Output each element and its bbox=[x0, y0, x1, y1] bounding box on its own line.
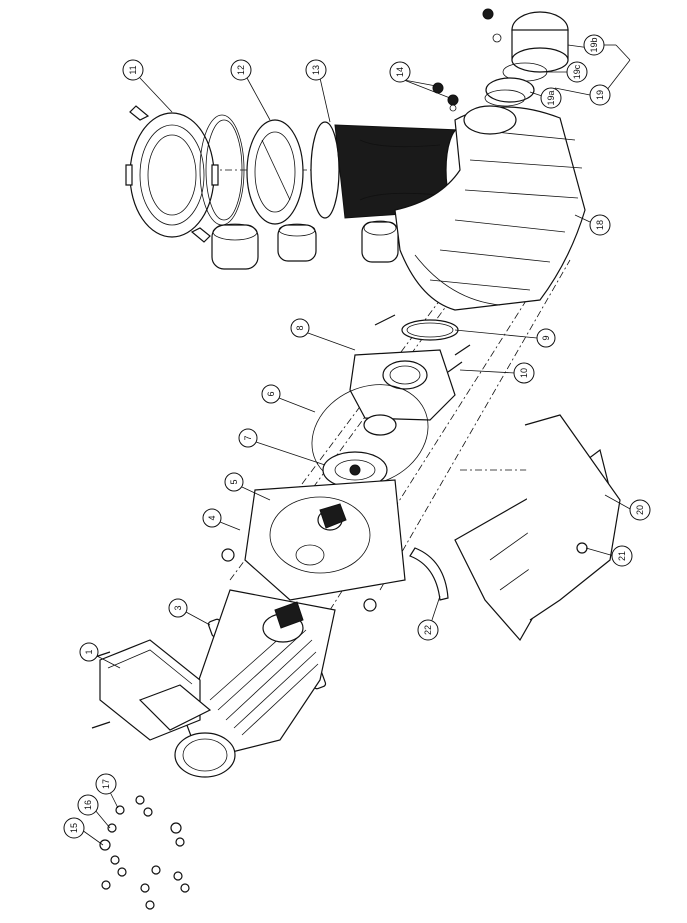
callout-label: 22 bbox=[423, 625, 433, 635]
callout-11: 11 bbox=[122, 59, 144, 81]
callout-17: 17 bbox=[95, 773, 117, 795]
callout-19c: 19c bbox=[566, 61, 588, 83]
callout-14: 14 bbox=[389, 61, 411, 83]
callout-label: 18 bbox=[595, 220, 605, 230]
callout-label: 4 bbox=[207, 515, 217, 520]
motor-adapter bbox=[244, 479, 406, 601]
diffuser-oring bbox=[374, 314, 471, 373]
callout-7: 7 bbox=[238, 428, 258, 448]
callout-label: 10 bbox=[519, 368, 529, 378]
callout-18: 18 bbox=[589, 214, 611, 236]
callout-12: 12 bbox=[230, 59, 252, 81]
hardware-kit bbox=[99, 795, 190, 910]
callout-21: 21 bbox=[611, 545, 633, 567]
union-fittings bbox=[211, 220, 399, 270]
callout-label: 19a bbox=[546, 90, 556, 105]
callout-label: 17 bbox=[101, 779, 111, 789]
callout-label: 7 bbox=[243, 435, 253, 440]
pump-lid bbox=[125, 105, 219, 243]
callout-19a: 19a bbox=[540, 87, 562, 109]
callout-label: 21 bbox=[617, 551, 627, 561]
strainer-cap bbox=[246, 119, 304, 225]
housing-oring bbox=[311, 384, 429, 486]
callout-label: 5 bbox=[229, 479, 239, 484]
callout-label: 15 bbox=[69, 823, 79, 833]
callout-19: 19 bbox=[589, 84, 611, 106]
outlet-fittings bbox=[463, 8, 569, 135]
callout-9: 9 bbox=[536, 328, 556, 348]
callout-15: 15 bbox=[63, 817, 85, 839]
callout-label: 3 bbox=[173, 605, 183, 610]
pump-housing bbox=[394, 106, 586, 311]
callout-16: 16 bbox=[77, 794, 99, 816]
callout-5: 5 bbox=[224, 472, 244, 492]
pump-motor bbox=[174, 589, 336, 778]
callout-label: 19b bbox=[589, 37, 599, 52]
callout-label: 8 bbox=[295, 325, 305, 330]
callout-label: 14 bbox=[395, 67, 405, 77]
callout-3: 3 bbox=[168, 598, 188, 618]
callout-label: 13 bbox=[311, 65, 321, 75]
pump-base bbox=[454, 414, 621, 642]
callout-13: 13 bbox=[305, 59, 327, 81]
callout-label: 20 bbox=[635, 505, 645, 515]
callout-22: 22 bbox=[417, 619, 439, 641]
callout-10: 10 bbox=[513, 362, 535, 384]
callout-label: 11 bbox=[128, 65, 138, 74]
callout-20: 20 bbox=[629, 499, 651, 521]
callout-6: 6 bbox=[261, 384, 281, 404]
impeller bbox=[322, 451, 388, 489]
callout-label: 12 bbox=[236, 65, 246, 75]
callout-label: 6 bbox=[266, 391, 276, 396]
callout-1: 1 bbox=[79, 642, 99, 662]
callout-label: 1 bbox=[84, 649, 94, 654]
callout-19b: 19b bbox=[583, 34, 605, 56]
gasket-strip bbox=[409, 547, 449, 601]
seal-plate bbox=[349, 349, 456, 436]
callout-8: 8 bbox=[290, 318, 310, 338]
callout-4: 4 bbox=[202, 508, 222, 528]
callout-label: 19c bbox=[572, 64, 582, 79]
callout-label: 16 bbox=[83, 800, 93, 810]
terminal-box bbox=[91, 639, 212, 741]
drain-plugs bbox=[432, 82, 459, 112]
callout-label: 19 bbox=[595, 90, 605, 100]
callout-label: 9 bbox=[541, 335, 551, 340]
